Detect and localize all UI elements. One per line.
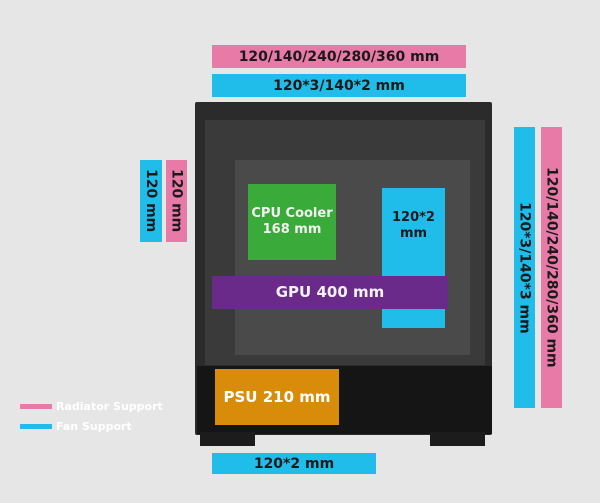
legend-radiator-label: Radiator Support <box>56 400 163 413</box>
rear-fan-support: 120 mm <box>140 160 162 242</box>
gpu-clearance: GPU 400 mm <box>212 276 448 309</box>
legend-radiator-swatch <box>20 404 52 409</box>
psu-clearance: PSU 210 mm <box>215 369 339 425</box>
legend-fan: Fan Support <box>20 420 132 433</box>
legend-radiator: Radiator Support <box>20 400 163 413</box>
case-foot-left <box>200 432 255 446</box>
legend-fan-swatch <box>20 424 52 429</box>
bottom-fan-support: 120*2 mm <box>212 453 376 474</box>
rear-radiator-support: 120 mm <box>166 160 187 242</box>
front-fan-support: 120*3/140*3 mm <box>514 127 535 408</box>
legend-fan-label: Fan Support <box>56 420 132 433</box>
front-radiator-support: 120/140/240/280/360 mm <box>541 127 562 408</box>
cpu-cooler-clearance: CPU Cooler 168 mm <box>248 184 336 260</box>
case-foot-right <box>430 432 485 446</box>
top-radiator-support: 120/140/240/280/360 mm <box>212 45 466 68</box>
top-fan-support: 120*3/140*2 mm <box>212 74 466 97</box>
